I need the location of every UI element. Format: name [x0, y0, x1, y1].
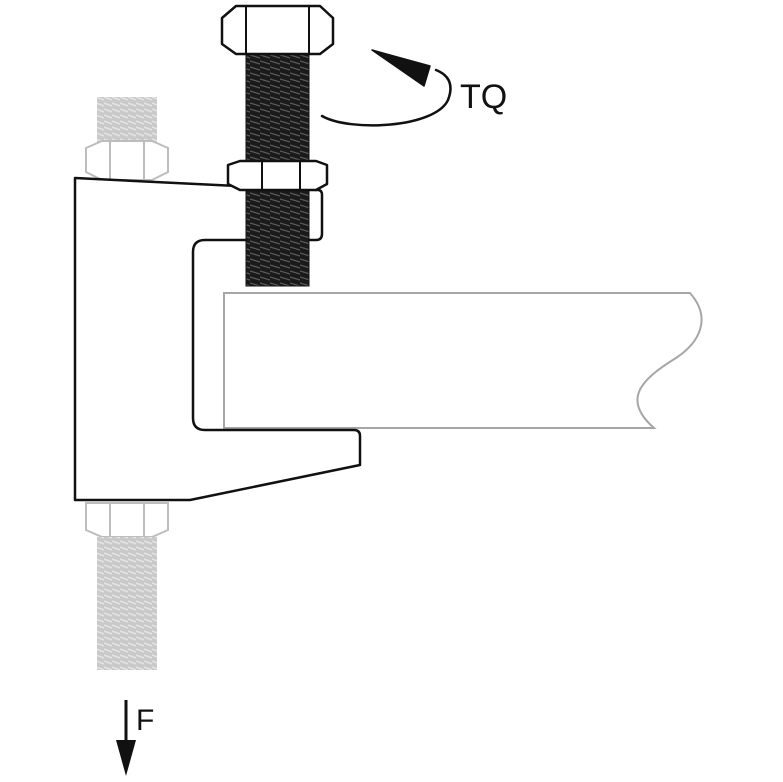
hanger-rod-upper — [85, 97, 169, 181]
hanger-rod-lower — [85, 502, 169, 670]
torque-arrowhead — [371, 49, 431, 87]
lock-nut — [226, 159, 329, 192]
bolt-head — [220, 4, 335, 56]
force-label: F — [136, 704, 154, 737]
force-arrow — [116, 700, 136, 776]
torque-label: TQ — [460, 78, 507, 116]
beam-flange — [223, 292, 703, 429]
torque-rotation-arrow — [320, 68, 452, 127]
set-screw-bolt — [220, 4, 335, 287]
clamp-body — [73, 176, 362, 502]
